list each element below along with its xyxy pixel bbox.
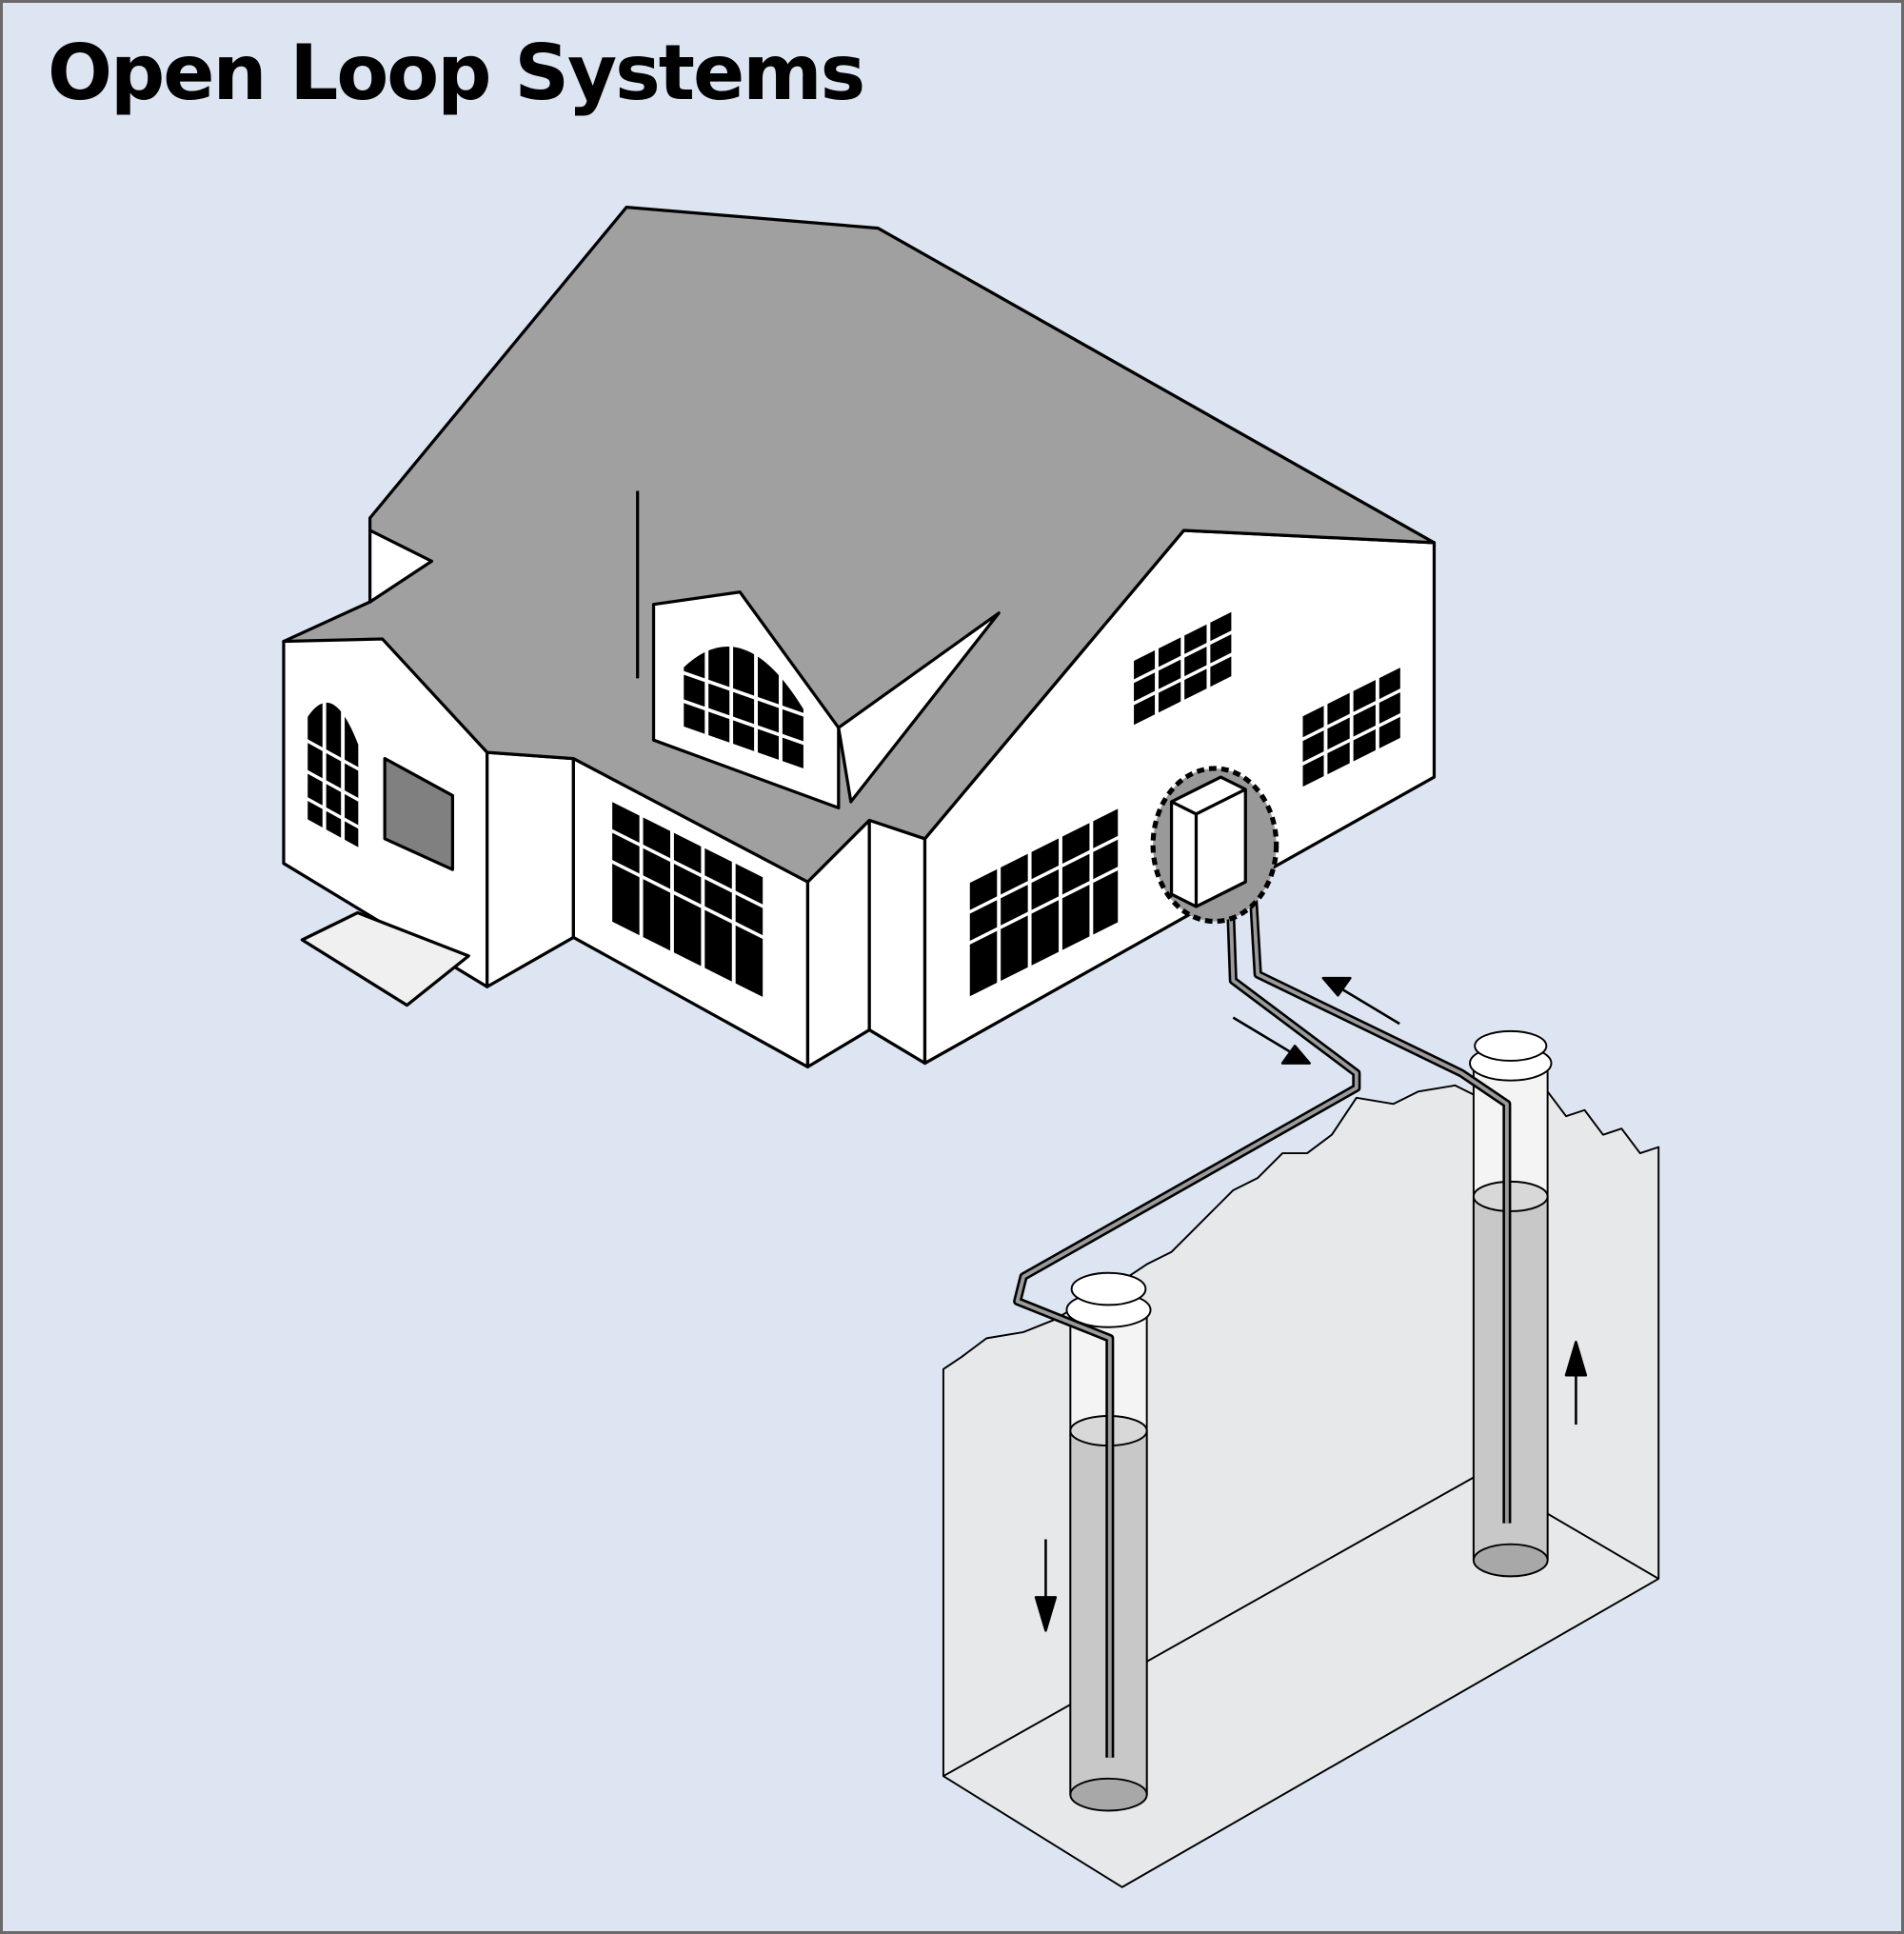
window-arched-left [304, 693, 363, 852]
diagram-title: Open Loop Systems [48, 29, 865, 117]
window-right-upper-1 [1130, 607, 1236, 730]
flow-arrows [1034, 976, 1588, 1632]
flow-arrow-up-icon [1564, 1340, 1588, 1426]
window-right-upper-2 [1299, 662, 1404, 792]
house [282, 205, 1437, 1069]
window-right-lower [965, 804, 1122, 1002]
front-door [383, 756, 455, 871]
flow-arrow-in-icon [1232, 1016, 1311, 1065]
flow-arrow-out-icon [1321, 976, 1400, 1026]
flow-arrow-down-icon [1034, 1539, 1058, 1632]
ground-block [942, 1084, 1660, 1888]
loop-pipes [1013, 868, 1512, 1758]
window-bay [608, 797, 767, 1002]
heat-pump-unit [1150, 766, 1279, 925]
window-dormer [680, 636, 807, 773]
windows [304, 607, 1404, 1002]
